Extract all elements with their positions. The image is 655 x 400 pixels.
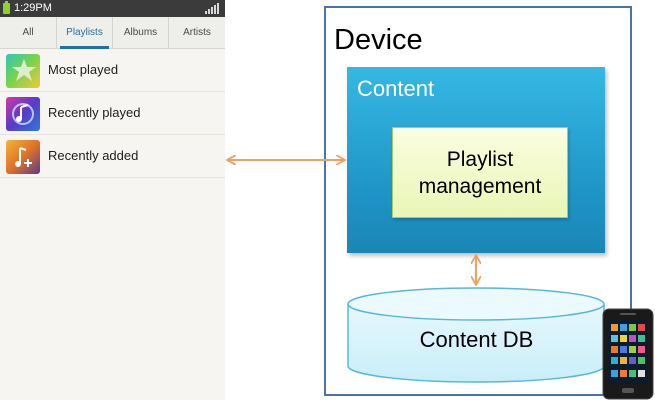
list-item-recently-added[interactable]: Recently added bbox=[0, 135, 225, 178]
device-label: Device bbox=[334, 24, 423, 56]
list-item-label: Recently played bbox=[48, 105, 141, 120]
tab-albums[interactable]: Albums bbox=[113, 17, 169, 48]
signal-icon bbox=[205, 3, 219, 14]
phone-screenshot: 1:29PM All Playlists Albums Artists bbox=[0, 0, 225, 400]
tab-artists[interactable]: Artists bbox=[169, 17, 225, 48]
playlist-management-box: Playlist management bbox=[392, 127, 568, 218]
content-db-label: Content DB bbox=[419, 327, 534, 352]
tab-playlists[interactable]: Playlists bbox=[57, 17, 113, 49]
tab-albums-label: Albums bbox=[123, 27, 158, 38]
tab-bar: All Playlists Albums Artists bbox=[0, 17, 225, 49]
status-bar: 1:29PM bbox=[0, 0, 225, 17]
status-time: 1:29PM bbox=[14, 2, 52, 14]
tab-artists-label: Artists bbox=[183, 27, 211, 38]
music-note-icon bbox=[6, 97, 40, 131]
list-item-label: Recently added bbox=[48, 148, 139, 163]
content-label: Content bbox=[357, 76, 435, 101]
tab-all-label: All bbox=[22, 27, 34, 38]
smartphone-icon bbox=[602, 308, 654, 400]
content-db-cylinder bbox=[347, 287, 605, 383]
list-item-label: Most played bbox=[48, 62, 119, 77]
tab-all[interactable]: All bbox=[0, 17, 57, 48]
star-icon bbox=[6, 54, 40, 88]
music-add-icon bbox=[6, 140, 40, 174]
list-item-recently-played[interactable]: Recently played bbox=[0, 92, 225, 135]
list-item-most-played[interactable]: Most played bbox=[0, 49, 225, 92]
battery-icon bbox=[3, 1, 10, 14]
playlist-management-label: Playlist management bbox=[418, 147, 542, 198]
tab-playlists-label: Playlists bbox=[66, 27, 103, 38]
